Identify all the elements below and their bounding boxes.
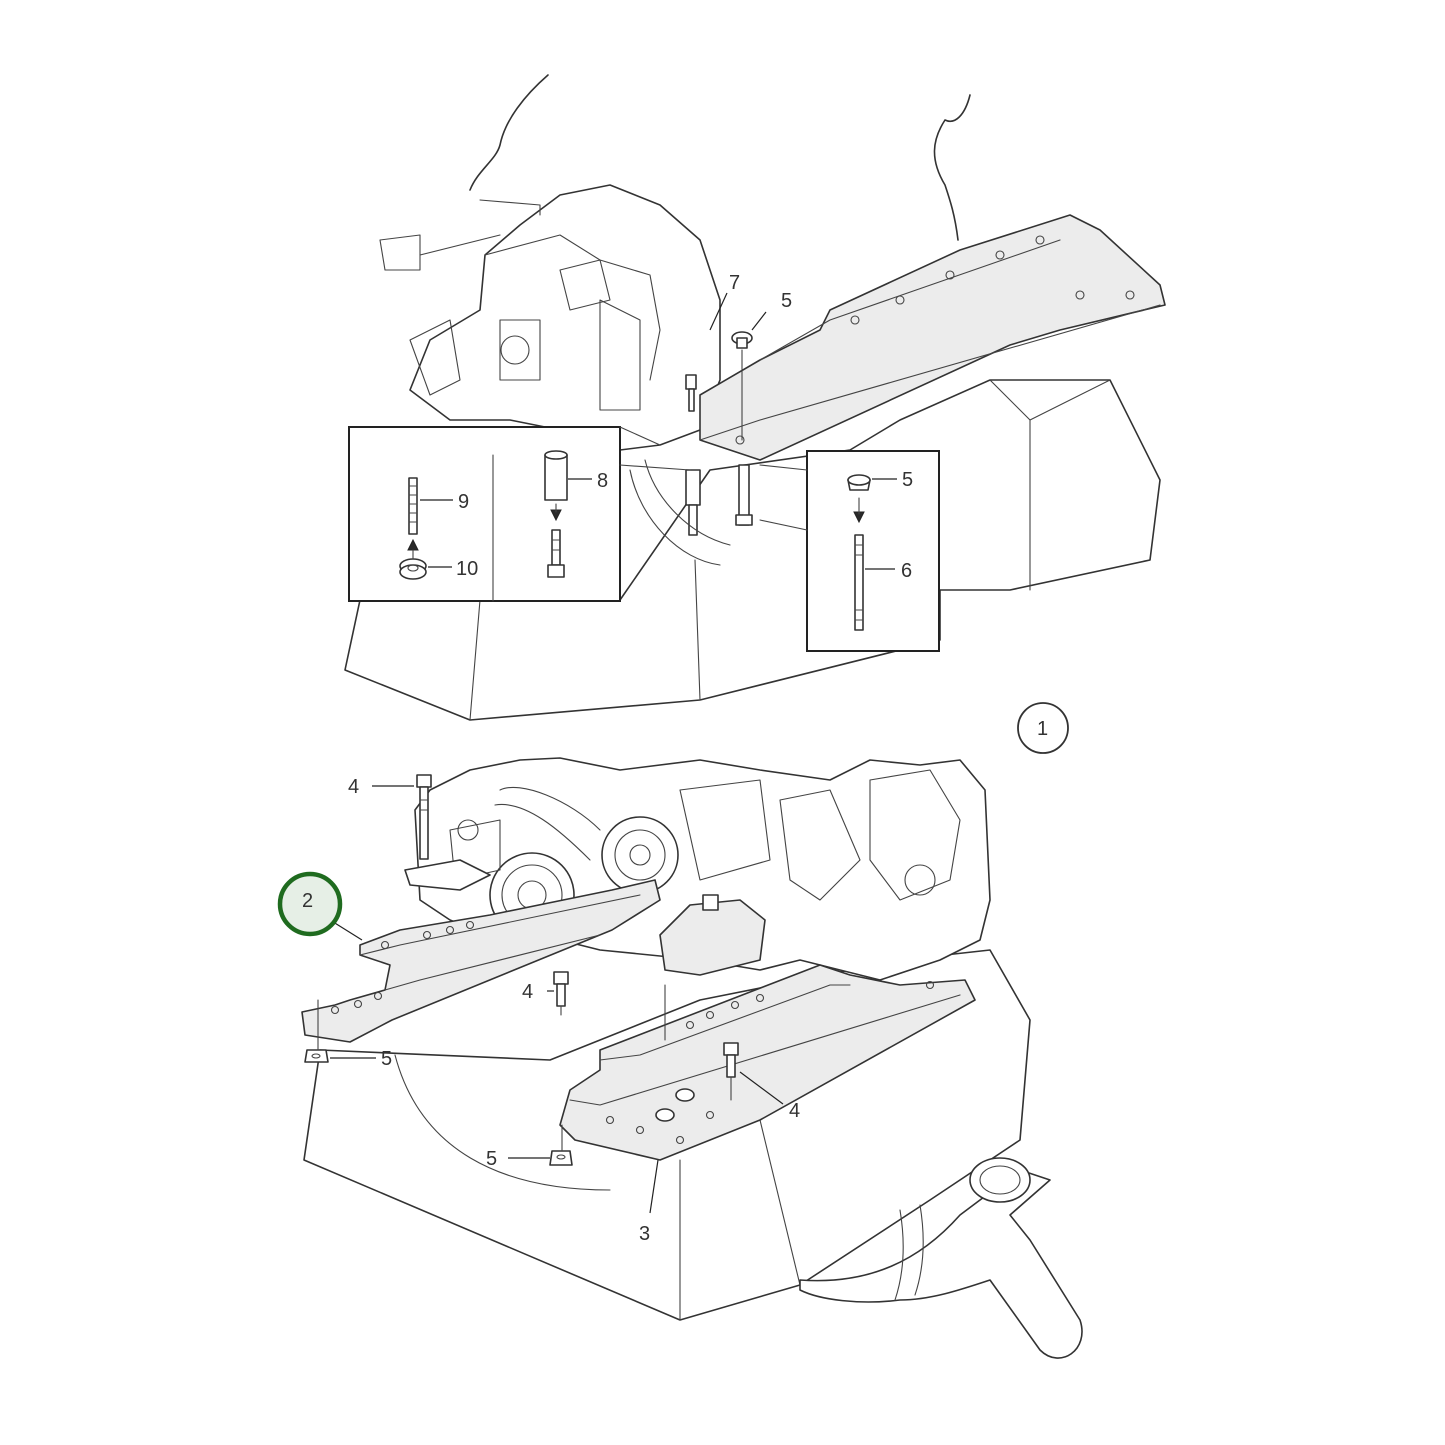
bolt-4-top	[416, 774, 432, 860]
exhaust-pipe	[799, 1169, 1083, 1359]
stud-6	[854, 534, 864, 631]
callout-4-top: 4	[348, 776, 359, 798]
view-reference-circle	[1017, 702, 1069, 754]
callout-8: 8	[597, 470, 608, 492]
bolt-8	[551, 529, 561, 566]
callout-7: 7	[729, 272, 740, 294]
lower-assembly-view	[301, 757, 1083, 1359]
bracket-part-2	[301, 879, 661, 1043]
highlight-circle-part-2	[277, 871, 343, 937]
engine-mount-plate	[404, 859, 491, 891]
engine-foot	[659, 899, 766, 976]
upper-base-block	[344, 379, 1161, 721]
bracket-2-holes	[330, 920, 475, 1015]
exhaust-clamp	[969, 1157, 1031, 1203]
callout-labels: 7 5 9 10 8 5 6 1 2 4 4 4 5 5 3	[302, 272, 1048, 1245]
stud-9	[408, 477, 418, 535]
callout-5-upper: 5	[781, 290, 792, 312]
callout-10: 10	[456, 558, 478, 580]
upper-mount-bracket	[699, 214, 1166, 461]
callout-9: 9	[458, 491, 469, 513]
flywheel-arc	[394, 1054, 611, 1191]
callout-6: 6	[901, 560, 912, 582]
callout-5-detail: 5	[902, 469, 913, 491]
spacer-8	[544, 454, 568, 501]
nut-5-bottom	[549, 1124, 573, 1166]
detail-box-studs	[348, 426, 691, 602]
callout-2: 2	[302, 890, 313, 912]
bolt-4-right	[723, 1042, 739, 1101]
upper-assembly-view	[344, 74, 1166, 721]
upper-engine-body	[409, 184, 721, 451]
callout-1: 1	[1037, 718, 1048, 740]
hose-line	[469, 74, 549, 191]
callout-5-left: 5	[381, 1048, 392, 1070]
callout-4-right: 4	[789, 1100, 800, 1122]
upper-spacer	[685, 469, 701, 536]
callout-3: 3	[639, 1223, 650, 1245]
hose-line-right	[933, 94, 971, 241]
upper-nut-5	[731, 331, 753, 441]
nut-5-left	[304, 999, 329, 1063]
bracket-3-holes	[605, 980, 935, 1145]
bolt-4-middle	[553, 971, 569, 1016]
upper-stud	[735, 464, 753, 526]
detail-box-stud	[759, 450, 940, 652]
bracket-holes	[735, 235, 1135, 445]
alternator	[601, 816, 679, 894]
callout-4-middle: 4	[522, 981, 533, 1003]
upper-bolt-near-7	[685, 374, 697, 412]
callout-5-bottom: 5	[486, 1148, 497, 1170]
